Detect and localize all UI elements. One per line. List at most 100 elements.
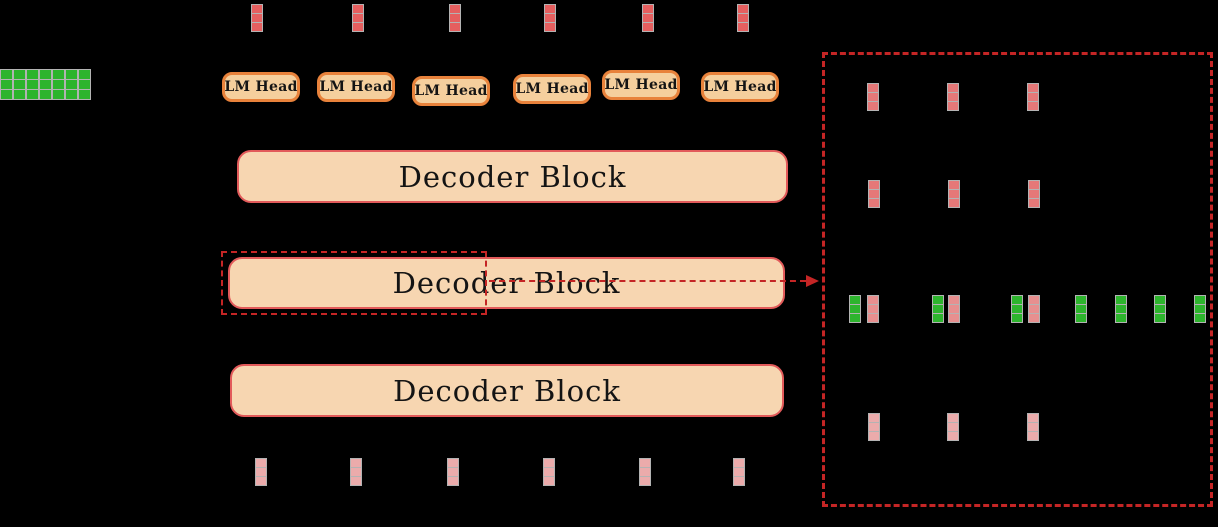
token-cell [868,314,878,322]
token-cell [1076,296,1086,304]
token-cell [53,80,64,89]
token-cell [868,305,878,313]
token-cell [949,296,959,304]
token-cell [1029,190,1039,198]
lm-head-box: LM Head [317,72,395,102]
token-cell [869,414,879,422]
token-cell [1155,296,1165,304]
detail-row-3-token-column [932,295,944,323]
token-cell [1,80,12,89]
token-cell [868,93,878,101]
token-cell [545,5,555,13]
token-cell [53,70,64,79]
detail-row-3-token-column [1011,295,1023,323]
token-cell [351,468,361,476]
token-cell [640,477,650,485]
token-cell [66,80,77,89]
token-cell [450,5,460,13]
token-cell [1195,296,1205,304]
token-cell [1028,432,1038,440]
token-cell [869,190,879,198]
token-cell [79,80,90,89]
token-cell [256,459,266,467]
prompt-grid-column [39,69,52,100]
top-output-token-column [642,4,654,32]
detail-row-4-token-column [868,413,880,441]
token-cell [1195,314,1205,322]
top-output-token-column [449,4,461,32]
token-cell [1012,314,1022,322]
detail-row-4-token-column [1027,413,1039,441]
detail-row-2-token-column [1028,180,1040,208]
lm-head-label: LM Head [515,81,589,97]
lm-head-label: LM Head [414,83,488,99]
token-cell [949,190,959,198]
token-cell [1012,305,1022,313]
token-cell [868,102,878,110]
token-cell [1116,296,1126,304]
token-cell [640,459,650,467]
token-cell [640,468,650,476]
token-cell [66,90,77,99]
token-cell [1028,414,1038,422]
token-cell [933,296,943,304]
token-cell [252,14,262,22]
lm-head-label: LM Head [224,79,298,95]
token-cell [40,70,51,79]
token-cell [948,414,958,422]
prompt-grid-column [52,69,65,100]
token-cell [353,23,363,31]
token-cell [643,5,653,13]
token-cell [948,93,958,101]
top-output-token-column [544,4,556,32]
detail-row-3-token-column [1115,295,1127,323]
prompt-grid-column [13,69,26,100]
token-cell [1029,296,1039,304]
detail-row-3-token-column [1194,295,1206,323]
decoder-block-label: Decoder Block [398,159,627,194]
bottom-input-token-column [350,458,362,486]
token-cell [1029,314,1039,322]
prompt-grid-column [26,69,39,100]
token-cell [948,102,958,110]
token-cell [734,459,744,467]
token-cell [353,14,363,22]
lm-head-box: LM Head [513,74,591,104]
detail-row-3-token-column [867,295,879,323]
token-cell [14,80,25,89]
token-cell [450,14,460,22]
token-cell [1116,305,1126,313]
bottom-input-token-column [543,458,555,486]
token-cell [949,314,959,322]
token-cell [738,5,748,13]
lm-head-box: LM Head [602,70,680,100]
token-cell [256,468,266,476]
token-cell [1028,423,1038,431]
token-cell [850,296,860,304]
detail-row-3-token-column [849,295,861,323]
detail-row-4-token-column [947,413,959,441]
token-cell [53,90,64,99]
token-cell [1012,296,1022,304]
token-cell [948,432,958,440]
token-cell [351,477,361,485]
detail-row-1-token-column [947,83,959,111]
zoom-arrow-line [489,280,806,282]
token-cell [1028,93,1038,101]
token-cell [948,423,958,431]
token-cell [1116,314,1126,322]
token-cell [869,423,879,431]
token-cell [1,90,12,99]
token-cell [27,70,38,79]
detail-row-1-token-column [867,83,879,111]
top-output-token-column [352,4,364,32]
lm-head-box: LM Head [412,76,490,106]
token-cell [79,70,90,79]
detail-row-1-token-column [1027,83,1039,111]
token-cell [448,477,458,485]
detail-row-2-token-column [868,180,880,208]
bottom-input-token-column [255,458,267,486]
token-cell [1195,305,1205,313]
token-cell [40,80,51,89]
